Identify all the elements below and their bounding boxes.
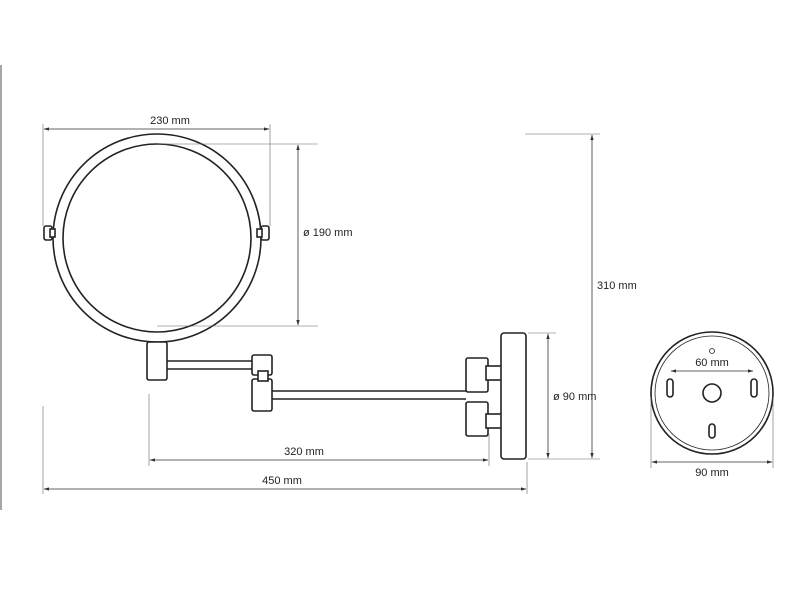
dim-label-310: 310 mm: [597, 280, 637, 292]
dim-label-90-front: 90 mm: [695, 467, 729, 479]
top-pin-hole: [709, 348, 715, 354]
pivot-knob-left-inner: [49, 228, 56, 238]
bottom-screw-slot: [708, 423, 716, 439]
left-screw-slot: [666, 378, 674, 398]
center-hole: [702, 383, 722, 403]
wall-plate-side: [500, 332, 527, 460]
pivot-knob-right-inner: [256, 228, 263, 238]
base-joint-upper: [465, 357, 489, 393]
dim-label-450: 450 mm: [262, 475, 302, 487]
dim-label-230: 230 mm: [150, 115, 190, 127]
dim-label-320: 320 mm: [284, 446, 324, 458]
base-joint-lower: [465, 401, 489, 437]
dim-label-60: 60 mm: [695, 357, 729, 369]
dim-label-90-side: ø 90 mm: [553, 391, 596, 403]
mirror-outer-ring: [52, 133, 262, 343]
arm-joint-lower: [251, 378, 273, 412]
wall-plate-inner: [654, 335, 770, 451]
dim-label-190: ø 190 mm: [303, 227, 353, 239]
base-bracket-top: [485, 365, 503, 381]
mirror-inner-glass: [62, 143, 252, 333]
mirror-side-view: [43, 133, 270, 381]
wall-plate-outer: [650, 331, 774, 455]
right-screw-slot: [750, 378, 758, 398]
arm-joint-link: [257, 370, 269, 382]
mirror-neck: [146, 341, 168, 381]
swing-arm: [167, 354, 503, 437]
base-bracket-bottom: [485, 413, 503, 429]
wall-plate-front-view: [650, 331, 774, 455]
